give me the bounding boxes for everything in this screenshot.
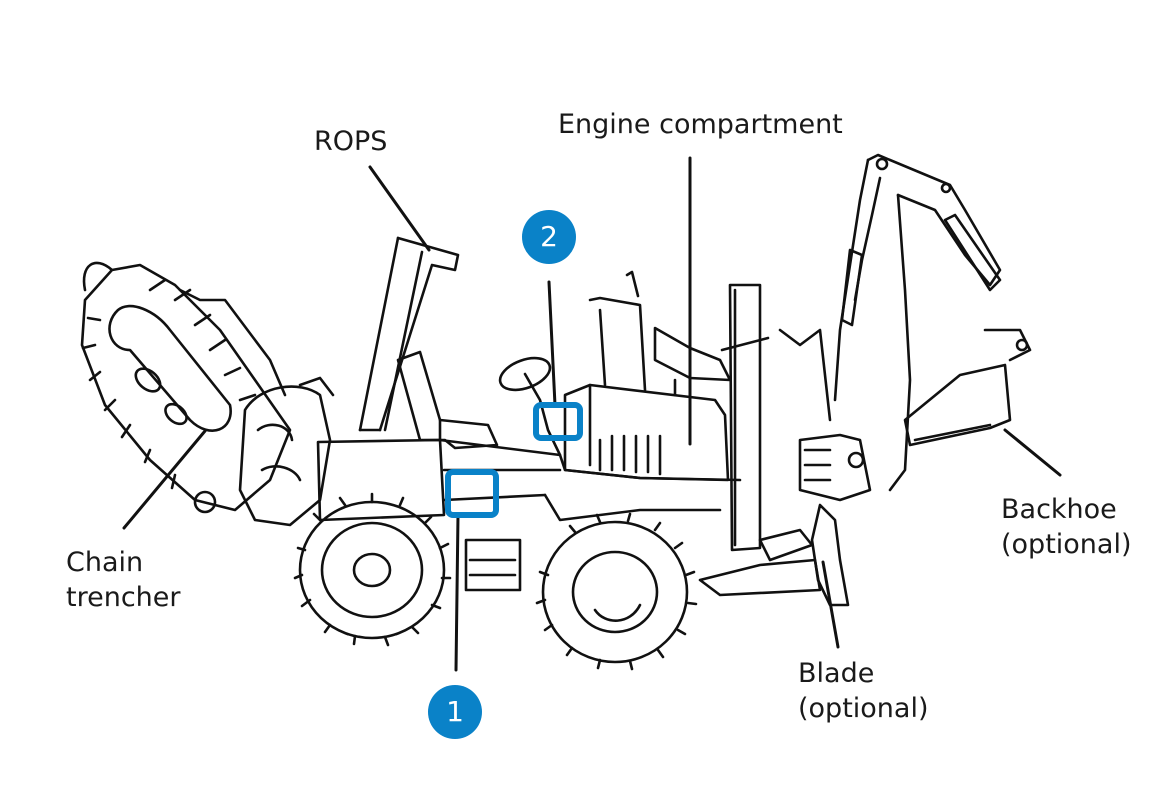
trencher-hitch-drawing	[238, 376, 335, 527]
label-rops: ROPS	[314, 126, 388, 157]
chassis-drawing	[316, 438, 742, 592]
steering-wheel-drawing	[498, 356, 562, 457]
backhoe-leader-line	[1003, 428, 1062, 477]
label-backhoe-line2: (optional)	[1001, 529, 1132, 560]
label-blade-line2: (optional)	[798, 693, 929, 724]
label-chain-trencher-line1: Chain	[66, 547, 144, 578]
chain-trencher-drawing	[80, 261, 292, 514]
blade-leader-line	[821, 560, 840, 649]
blade-drawing	[698, 503, 850, 607]
backhoe-drawing	[778, 153, 1032, 502]
leader-lines	[122, 156, 1062, 672]
rear-wheel-drawing	[535, 512, 698, 671]
label-chain-trencher: Chain trencher	[66, 545, 181, 615]
rops-leader-line	[368, 165, 431, 252]
marker-one-leader-line	[454, 513, 460, 672]
label-backhoe-line1: Backhoe	[1001, 494, 1117, 525]
engine-compartment-drawing	[563, 270, 770, 552]
label-blade-line1: Blade	[798, 658, 875, 689]
marker-two-leader-line	[547, 280, 557, 407]
label-backhoe: Backhoe (optional)	[1001, 492, 1132, 562]
label-chain-trencher-line2: trencher	[66, 582, 181, 613]
label-engine-compartment: Engine compartment	[558, 109, 843, 140]
highlight-box-one	[445, 469, 499, 518]
marker-two: 2	[522, 210, 576, 264]
highlight-box-two	[533, 402, 583, 441]
front-wheel-drawing	[293, 492, 452, 647]
marker-one: 1	[428, 685, 482, 739]
seat-drawing	[396, 350, 499, 450]
chain-trencher-leader-line	[122, 429, 207, 530]
label-blade: Blade (optional)	[798, 656, 929, 726]
rops-drawing	[358, 236, 460, 432]
